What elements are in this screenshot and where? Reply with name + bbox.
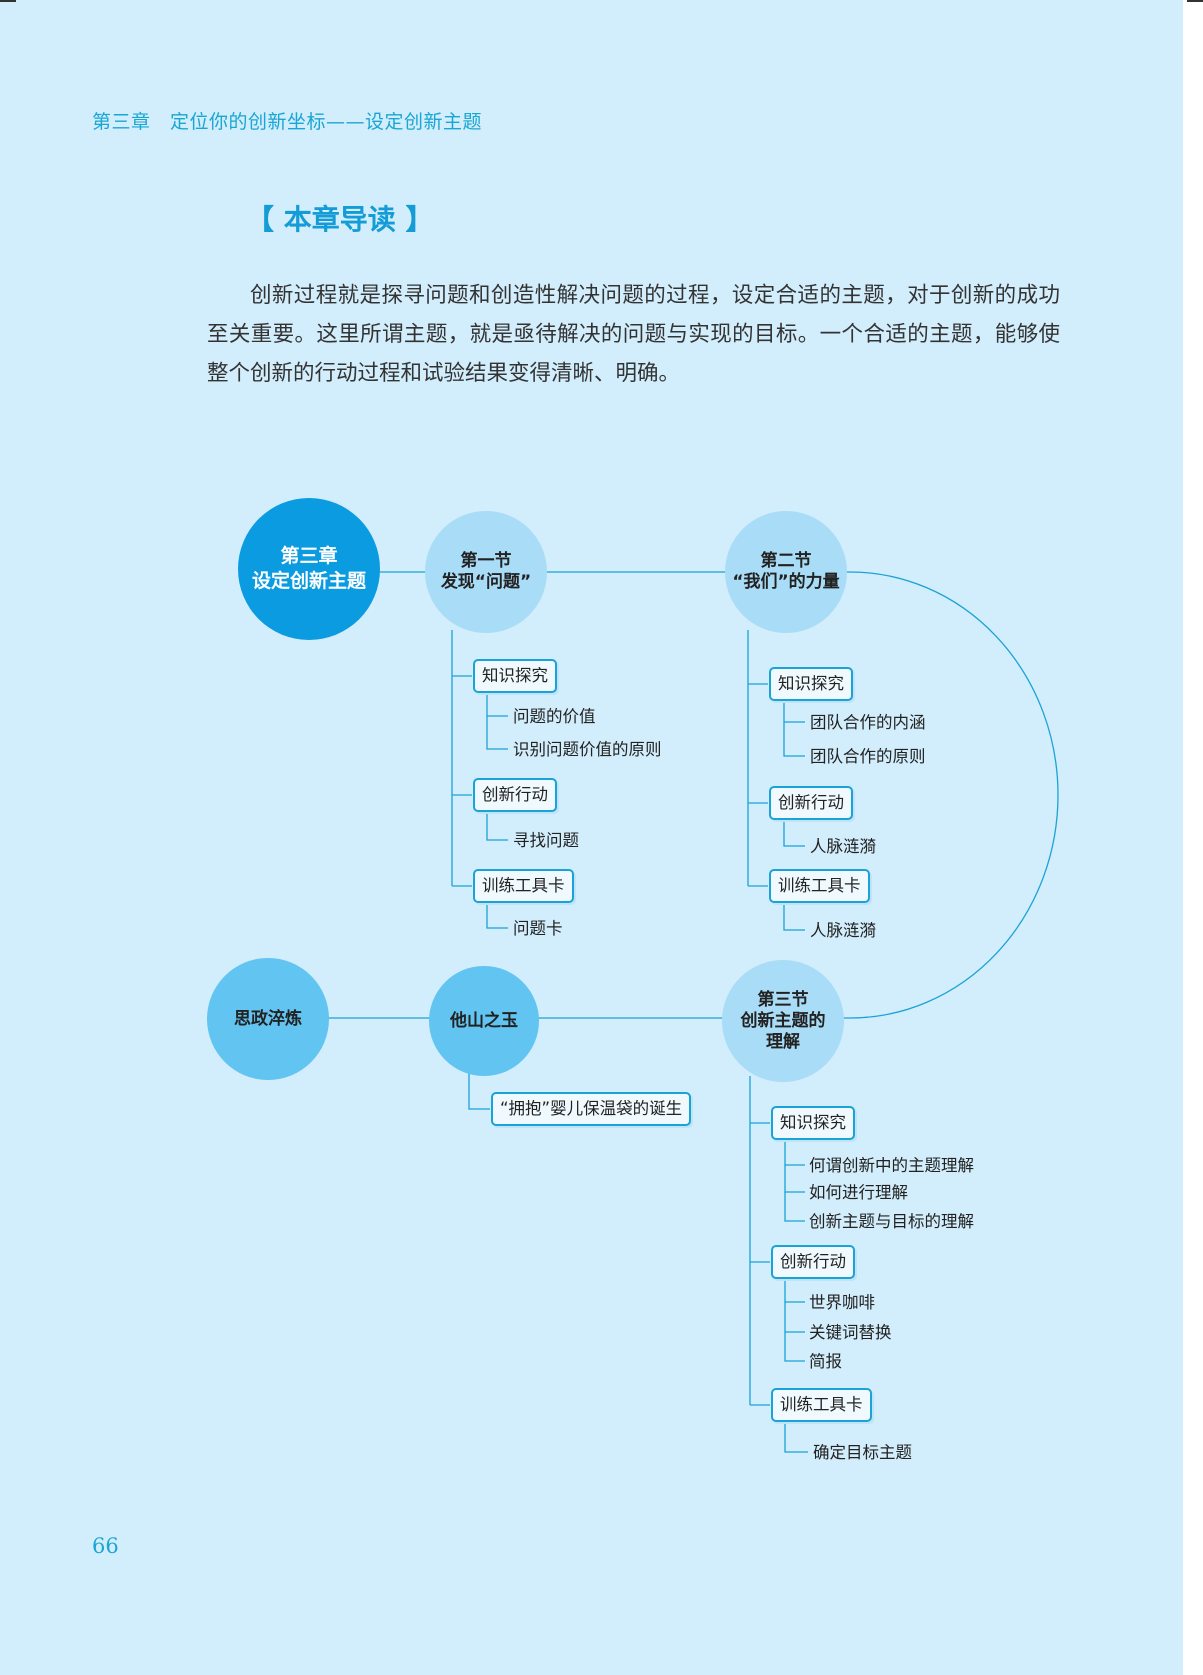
- chapter-circle-line1: 第三章: [280, 545, 338, 567]
- s2-knowledge-item-2: 团队合作的原则: [810, 747, 926, 766]
- chapter-circle-line2: 设定创新主题: [251, 570, 366, 592]
- s3-action-item-3: 简报: [809, 1352, 842, 1371]
- s2-action-item-1: 人脉涟漪: [810, 837, 876, 856]
- s1-action-tag: 创新行动: [473, 778, 557, 812]
- s1-knowledge-tag: 知识探究: [473, 659, 557, 693]
- s3-knowledge-item-2: 如何进行理解: [809, 1183, 908, 1202]
- s3-knowledge-item-3: 创新主题与目标的理解: [809, 1212, 974, 1231]
- section3-circle: 第三节 创新主题的 理解: [722, 960, 844, 1082]
- crop-mark-right: [1187, 0, 1203, 2]
- section3-line3: 理解: [766, 1031, 800, 1052]
- s3-toolcard-item-1: 确定目标主题: [813, 1443, 912, 1462]
- page-edge: [1183, 0, 1203, 1675]
- s2-knowledge-tag: 知识探究: [769, 667, 853, 701]
- connector-s2-s3-arc: [840, 571, 1059, 1019]
- s3-knowledge-tag: 知识探究: [771, 1106, 855, 1140]
- s3-action-tag: 创新行动: [771, 1245, 855, 1279]
- s1-toolcard-item-1: 问题卡: [513, 919, 563, 938]
- chapter-circle: 第三章 设定创新主题: [238, 498, 380, 640]
- s1-knowledge-item-1: 问题的价值: [513, 707, 596, 726]
- section2-circle: 第二节 “我们”的力量: [725, 511, 847, 633]
- intro-paragraph: 创新过程就是探寻问题和创造性解决问题的过程，设定合适的主题，对于创新的成功至关重…: [207, 276, 1060, 393]
- s3-knowledge-item-1: 何谓创新中的主题理解: [809, 1156, 974, 1175]
- tashan-label: 他山之玉: [450, 1010, 518, 1031]
- running-header: 第三章 定位你的创新坐标——设定创新主题: [92, 111, 483, 133]
- s2-toolcard-item-1: 人脉涟漪: [810, 921, 876, 940]
- intro-text: 创新过程就是探寻问题和创造性解决问题的过程，设定合适的主题，对于创新的成功至关重…: [207, 283, 1060, 386]
- section2-line2: “我们”的力量: [732, 572, 840, 592]
- s1-toolcard-tag: 训练工具卡: [473, 869, 574, 903]
- s1-knowledge-item-2: 识别问题价值的原则: [513, 740, 662, 759]
- section2-line1: 第二节: [760, 551, 812, 571]
- s2-toolcard-tag: 训练工具卡: [769, 869, 870, 903]
- s1-action-item-1: 寻找问题: [513, 831, 579, 850]
- section3-line2: 创新主题的: [740, 1010, 826, 1031]
- s2-knowledge-item-1: 团队合作的内涵: [810, 713, 926, 732]
- s3-action-item-1: 世界咖啡: [809, 1293, 875, 1312]
- tashan-circle: 他山之玉: [429, 966, 539, 1076]
- s3-action-item-2: 关键词替换: [809, 1323, 892, 1342]
- sizheng-label: 思政淬炼: [234, 1008, 302, 1029]
- section1-line1: 第一节: [460, 551, 512, 571]
- sizheng-circle: 思政淬炼: [207, 958, 329, 1080]
- section1-line2: 发现“问题”: [440, 572, 532, 592]
- tashan-case-tag: “拥抱”婴儿保温袋的诞生: [491, 1092, 692, 1126]
- section1-circle: 第一节 发现“问题”: [425, 511, 547, 633]
- page-number: 66: [92, 1534, 119, 1558]
- section-heading: 【 本章导读 】: [246, 203, 434, 236]
- section3-line1: 第三节: [757, 989, 809, 1010]
- crop-mark-left: [0, 0, 16, 2]
- s2-action-tag: 创新行动: [769, 786, 853, 820]
- s3-toolcard-tag: 训练工具卡: [771, 1388, 872, 1422]
